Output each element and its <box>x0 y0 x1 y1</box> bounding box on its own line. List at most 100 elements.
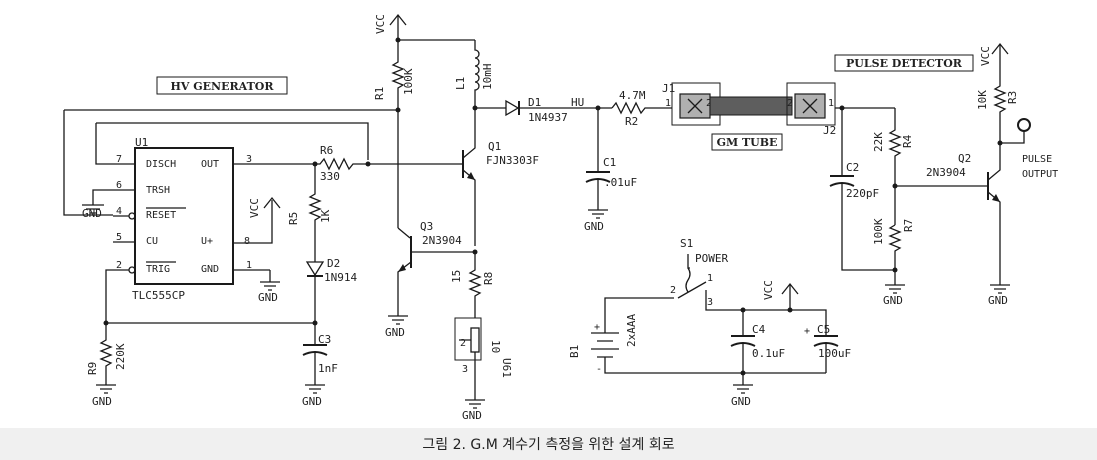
figure-caption: 그림 2. G.M 계수기 측정을 위한 설계 회로 <box>422 437 675 453</box>
c1-ref: C1 <box>603 156 616 169</box>
c3-gnd-label: GND <box>302 395 322 408</box>
r3-ref: R3 <box>1006 91 1019 104</box>
l1-ref: L1 <box>454 77 467 90</box>
q3-ref: Q3 <box>420 220 433 233</box>
u1-pin1-num: 1 <box>246 260 252 271</box>
u1-pin4-num: 4 <box>116 206 122 217</box>
u1-pin5-num: 5 <box>116 232 122 243</box>
r6-ref: R6 <box>320 144 333 157</box>
u1-pin7-num: 7 <box>116 154 122 165</box>
q1-ref: Q1 <box>488 140 501 153</box>
r9-gnd-label: GND <box>92 395 112 408</box>
u1-pin-trig: TRIG <box>146 264 170 275</box>
r7-gnd-label: GND <box>883 294 903 307</box>
c4-val: 0.1uF <box>752 347 785 360</box>
r7-val: 100K <box>872 218 885 245</box>
s1-pin1: 1 <box>707 273 713 284</box>
output-wire <box>1000 131 1025 144</box>
pulse-detector-label-box <box>834 54 974 72</box>
j1-pin1: 1 <box>665 98 671 109</box>
b1-plus: + <box>594 322 600 333</box>
r9-ref: R9 <box>86 362 99 375</box>
c5-plate-bottom <box>813 342 839 347</box>
c1-ground-symbol <box>588 209 608 219</box>
pin8-vcc-wire <box>262 200 273 244</box>
u61-ref: U61 <box>500 358 513 378</box>
reset-inversion-bubble <box>128 212 136 220</box>
u1-pin2-num: 2 <box>116 260 122 271</box>
gm-tube-body <box>709 96 793 116</box>
r9-resistor <box>99 323 113 385</box>
c5-ref: C5 <box>817 323 830 336</box>
c3-ground-symbol <box>305 384 325 394</box>
c1-plate-bottom <box>585 178 611 183</box>
b1-ref: B1 <box>568 345 581 358</box>
trig-net-wire <box>105 269 316 324</box>
r9-val: 220K <box>114 343 127 370</box>
c4-gnd-label: GND <box>731 395 751 408</box>
gm-tube-label-box <box>711 133 783 151</box>
pulse-output-label-1: PULSE <box>1022 154 1052 165</box>
junction-r7-c2 <box>892 267 898 273</box>
pulse-output-terminal[interactable] <box>1017 118 1031 132</box>
u1-pin-cu: CU <box>146 236 158 247</box>
u1-pin-uplus: U+ <box>201 236 213 247</box>
c5-plus: + <box>804 326 810 337</box>
u61-pin2: 2 <box>460 338 466 349</box>
l1-inductor <box>474 40 480 108</box>
pin6-gnd-label: GND <box>82 207 102 220</box>
j2-frame <box>786 82 836 126</box>
b1-battery-cells <box>591 332 619 358</box>
q3-val: 2N3904 <box>422 234 462 247</box>
c2-val: 220pF <box>846 187 879 200</box>
q2-gnd-label: GND <box>988 294 1008 307</box>
r7-ground-symbol <box>885 284 905 294</box>
u1-pin-leads <box>113 163 270 271</box>
j1-ref: J1 <box>662 82 675 95</box>
c1-val: .01uF <box>604 176 637 189</box>
q3-base-emitter <box>397 251 475 316</box>
j1-clip-mark <box>687 98 703 114</box>
s1-pin2-wire <box>604 297 674 325</box>
power-vcc-label: VCC <box>762 280 775 300</box>
j2-pin2: 2 <box>787 98 793 109</box>
q3-collector <box>397 227 411 239</box>
u61-pot-frame <box>454 317 482 361</box>
u61-val: 10 <box>489 340 502 353</box>
r1-ref: R1 <box>373 87 386 100</box>
q2-ref: Q2 <box>958 152 971 165</box>
pulse-detector-section: PULSE DETECTOR C2 220pF 22K R4 100K R7 G… <box>829 42 1058 307</box>
s1-pin3: 3 <box>707 297 713 308</box>
r8-val: R8 <box>482 272 495 285</box>
j1-pin2: 2 <box>706 98 712 109</box>
j2-pin1: 1 <box>828 98 834 109</box>
l1-val: 10mH <box>481 64 494 91</box>
gm-tube-section: C1 .01uF GND 4.7M R2 J1 1 2 GM TUBE J2 2… <box>584 82 836 233</box>
c4-plate-bottom <box>730 342 756 347</box>
r2-ref: R2 <box>625 115 638 128</box>
r3-val: 10K <box>976 90 989 110</box>
junction-r9 <box>103 320 109 326</box>
power-vcc-arrow <box>781 282 799 295</box>
loop-reset-feedback <box>63 109 398 216</box>
r3-resistor <box>993 70 1007 120</box>
q2-ground-symbol <box>990 284 1010 294</box>
u1-timer-chip: U1 TLC555CP DISCH OUT TRSH RESET CU U+ T… <box>113 136 270 302</box>
c4-ref: C4 <box>752 323 766 336</box>
c5-val: 100uF <box>818 347 851 360</box>
r9-ground-symbol <box>96 384 116 394</box>
r8-ref: 15 <box>450 270 463 283</box>
s1-actuator-spring <box>685 267 691 293</box>
pulse-detector-label: PULSE DETECTOR <box>846 57 963 70</box>
hv-generator-label-box <box>156 76 288 95</box>
c2-lead-bottom <box>841 184 895 271</box>
d2-ref: D2 <box>327 257 340 270</box>
c3-ref: C3 <box>318 333 331 346</box>
r2-resistor <box>611 101 672 115</box>
junction-c3-trig <box>312 320 318 326</box>
top-vcc-arrow <box>389 13 407 26</box>
figure-caption-bar: 그림 2. G.M 계수기 측정을 위한 설계 회로 <box>0 428 1097 460</box>
s1-actuator <box>687 254 690 269</box>
pin8-vcc-label: VCC <box>248 198 261 218</box>
q3-ground-symbol <box>388 315 408 325</box>
